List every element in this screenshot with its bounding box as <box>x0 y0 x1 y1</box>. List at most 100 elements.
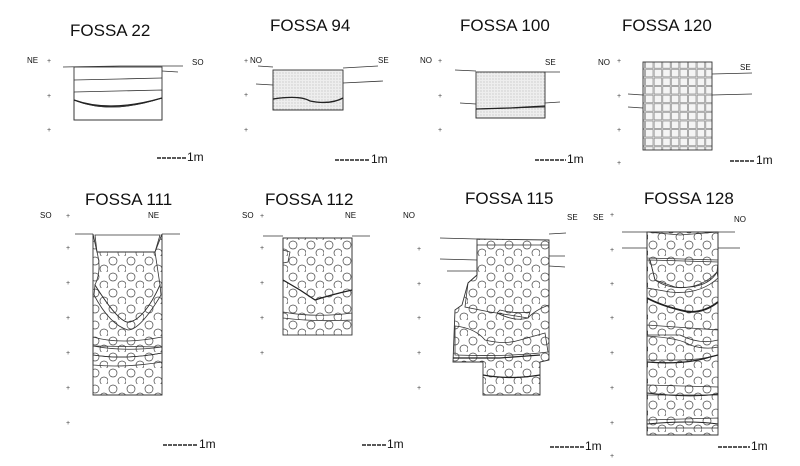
orientation-right: SE <box>545 58 556 67</box>
svg-text:+: + <box>66 245 70 252</box>
scale-bar: 1m <box>163 437 216 451</box>
svg-text:+: + <box>610 281 614 288</box>
section-fossa-120: FOSSA 120 NO SE + + + + 1m <box>598 16 773 167</box>
orientation-left: NO <box>250 56 262 65</box>
section-fossa-128: FOSSA 128 SE NO + + + + + + + + 1m <box>593 189 768 460</box>
svg-text:+: + <box>66 280 70 287</box>
svg-text:+: + <box>47 127 51 134</box>
section-title: FOSSA 112 <box>265 190 354 209</box>
grid-markers: + + + + + + + + <box>610 212 614 460</box>
section-fossa-94: FOSSA 94 NO SE + + + 1m <box>244 16 389 166</box>
pit-outline <box>272 69 344 111</box>
scale-bar: 1m <box>730 153 773 167</box>
svg-text:+: + <box>244 127 248 134</box>
pit-outline <box>92 233 163 396</box>
grid-markers: + + + + <box>617 58 621 167</box>
svg-text:+: + <box>610 453 614 460</box>
svg-text:+: + <box>610 385 614 392</box>
svg-text:+: + <box>617 93 621 100</box>
svg-text:+: + <box>260 315 264 322</box>
grid-markers: + + + + + + + <box>66 213 70 427</box>
pit-outline <box>646 231 719 436</box>
dark-layer <box>93 283 162 331</box>
svg-text:+: + <box>610 350 614 357</box>
scale-bar: 1m <box>335 152 388 166</box>
svg-text:+: + <box>417 315 421 322</box>
pit-outline <box>452 238 550 396</box>
svg-text:+: + <box>617 58 621 65</box>
scale-label: 1m <box>585 439 602 453</box>
section-title: FOSSA 115 <box>465 189 554 208</box>
section-fossa-22: FOSSA 22 NE SO +++ 1m <box>27 21 204 164</box>
section-title: FOSSA 22 <box>70 21 150 40</box>
orientation-left: SO <box>242 211 254 220</box>
svg-text:+: + <box>244 58 248 65</box>
scale-label: 1m <box>567 152 584 166</box>
section-fossa-112: FOSSA 112 SO NE + + + + + 1m <box>242 190 404 451</box>
orientation-right: SE <box>378 56 389 65</box>
svg-text:+: + <box>617 160 621 167</box>
section-title: FOSSA 111 <box>85 190 172 209</box>
section-title: FOSSA 128 <box>644 189 734 208</box>
svg-text:+: + <box>617 127 621 134</box>
svg-text:+: + <box>417 281 421 288</box>
svg-text:+: + <box>610 212 614 219</box>
scale-label: 1m <box>187 150 204 164</box>
orientation-left: NE <box>27 56 38 65</box>
svg-text:+: + <box>610 315 614 322</box>
svg-text:+: + <box>66 315 70 322</box>
orientation-left: NO <box>598 58 610 67</box>
scale-label: 1m <box>751 439 768 453</box>
svg-text:+: + <box>438 58 442 65</box>
orientation-left: SE <box>593 213 604 222</box>
scale-label: 1m <box>756 153 773 167</box>
scale-bar: 1m <box>157 150 204 164</box>
orientation-right: SE <box>567 213 578 222</box>
grid-markers: + + + + + <box>260 213 264 357</box>
orientation-right: NE <box>345 211 356 220</box>
orientation-right: SE <box>740 63 751 72</box>
svg-text:+: + <box>438 127 442 134</box>
section-fossa-100: FOSSA 100 NO SE + + + 1m <box>420 16 584 166</box>
orientation-right: NO <box>734 215 746 224</box>
orientation-left: SO <box>40 211 52 220</box>
svg-text:+: + <box>260 280 264 287</box>
scale-label: 1m <box>371 152 388 166</box>
svg-text:+: + <box>66 213 70 220</box>
svg-text:+: + <box>417 246 421 253</box>
svg-text:+: + <box>438 93 442 100</box>
svg-text:+: + <box>66 350 70 357</box>
svg-text:+: + <box>47 58 51 65</box>
grid-markers: + + + <box>438 58 442 134</box>
scale-label: 1m <box>387 437 404 451</box>
svg-text:+: + <box>66 420 70 427</box>
section-title: FOSSA 120 <box>622 16 712 35</box>
orientation-right: SO <box>192 58 204 67</box>
pit-outline <box>475 71 546 119</box>
scale-bar: 1m <box>535 152 584 166</box>
svg-text:+: + <box>244 92 248 99</box>
pit-outline <box>73 66 163 121</box>
section-fossa-111: FOSSA 111 SO NE +++++++ 1m <box>40 190 216 451</box>
orientation-left: NO <box>420 56 432 65</box>
svg-text:+: + <box>610 420 614 427</box>
scale-bar: 1m <box>718 439 768 453</box>
svg-text:+: + <box>260 245 264 252</box>
grid-markers: + + + + + <box>417 246 421 392</box>
section-fossa-115: FOSSA 115 NO SE +++++ 1m <box>403 189 602 453</box>
svg-text:+: + <box>417 385 421 392</box>
grid-markers: +++ <box>47 58 51 134</box>
svg-text:+: + <box>260 213 264 220</box>
grid-markers: + + + <box>244 58 248 134</box>
svg-text:+: + <box>610 247 614 254</box>
svg-text:+: + <box>260 350 264 357</box>
section-title: FOSSA 100 <box>460 16 550 35</box>
scale-bar: 1m <box>362 437 404 451</box>
svg-text:+: + <box>66 385 70 392</box>
pit-outline <box>642 61 713 151</box>
section-title: FOSSA 94 <box>270 16 350 35</box>
scale-bar: 1m <box>550 439 602 453</box>
svg-text:+: + <box>417 350 421 357</box>
